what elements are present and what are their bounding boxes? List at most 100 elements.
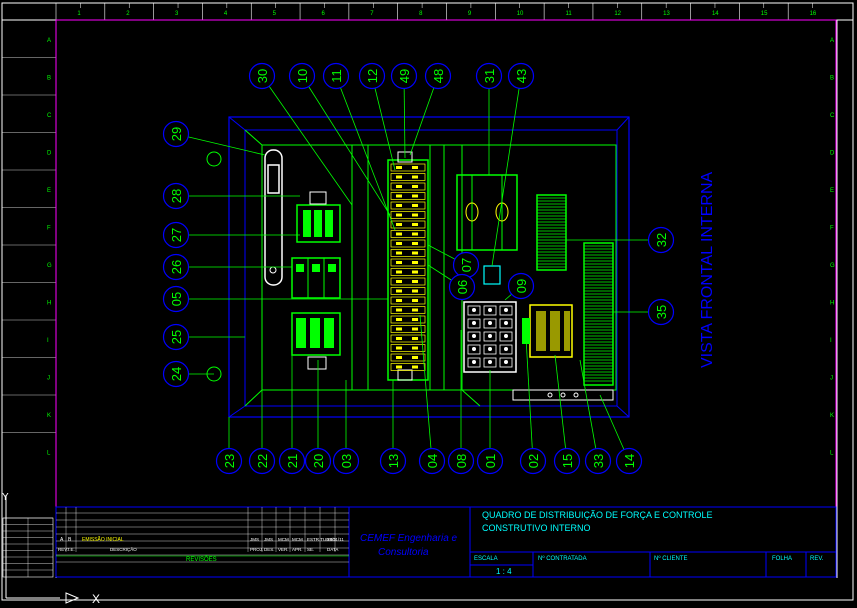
ref-balloon-27: 27 xyxy=(162,221,190,249)
vertical-view-title: VISTA FRONTAL INTERNA xyxy=(699,172,716,369)
row-zone-label-right: E xyxy=(830,188,834,194)
ref-balloon-10: 10 xyxy=(288,62,316,90)
row-zone-label: B xyxy=(47,75,51,81)
wiring-duct xyxy=(351,145,445,390)
svg-text:10: 10 xyxy=(295,69,310,83)
ref-balloon-12: 12 xyxy=(358,62,386,90)
column-zone-label: 7 xyxy=(370,11,374,17)
svg-text:31: 31 xyxy=(482,69,497,83)
svg-text:VER.: VER. xyxy=(278,547,289,552)
ref-balloon-04: 04 xyxy=(418,447,446,475)
ref-balloon-14: 14 xyxy=(615,447,643,475)
ref-balloon-26: 26 xyxy=(162,253,190,281)
svg-text:MCM: MCM xyxy=(278,537,289,542)
folha-label: FOLHA xyxy=(772,556,792,562)
column-zone-label: 3 xyxy=(175,11,179,17)
terminal-block-32 xyxy=(536,194,567,271)
svg-text:12: 12 xyxy=(365,69,380,83)
ref-balloon-01: 01 xyxy=(476,447,504,475)
svg-text:33: 33 xyxy=(591,454,606,468)
svg-text:43: 43 xyxy=(514,69,529,83)
svg-text:06: 06 xyxy=(455,280,470,294)
svg-text:23: 23 xyxy=(222,454,237,468)
escala-label: ESCALA xyxy=(474,556,498,562)
svg-text:49: 49 xyxy=(397,69,412,83)
rev-label: REV. xyxy=(810,556,824,562)
rev-row-a: A xyxy=(60,537,64,543)
svg-text:13: 13 xyxy=(386,454,401,468)
svg-text:28: 28 xyxy=(169,189,184,203)
ref-balloon-33: 33 xyxy=(584,447,612,475)
ref-balloon-29: 29 xyxy=(162,120,190,148)
row-zone-label-right: D xyxy=(830,150,835,156)
row-zone-label: H xyxy=(47,300,51,306)
row-zone-label: L xyxy=(47,450,51,456)
ref-balloon-24: 24 xyxy=(162,360,190,388)
svg-text:DESCRIÇÃO: DESCRIÇÃO xyxy=(110,546,137,552)
ref-balloon-09: 09 xyxy=(507,272,535,300)
svg-text:SE.: SE. xyxy=(307,547,314,552)
svg-text:Y: Y xyxy=(2,492,9,503)
column-zone-label: 11 xyxy=(566,11,573,17)
row-zone-label-right: C xyxy=(830,113,835,119)
ref-balloon-07: 07 xyxy=(452,251,480,279)
ref-balloon-05: 05 xyxy=(162,285,190,313)
svg-text:11: 11 xyxy=(329,69,344,83)
company-name-line1: CEMEF Engenharia e xyxy=(360,533,458,544)
company-name-line2: Consultoria xyxy=(378,547,429,558)
svg-text:32: 32 xyxy=(654,233,669,247)
svg-text:JMS: JMS xyxy=(264,537,273,542)
ref-balloon-15: 15 xyxy=(553,447,581,475)
control-module xyxy=(522,304,573,358)
row-zone-label: J xyxy=(47,375,50,381)
svg-text:01: 01 xyxy=(483,454,498,468)
ref-balloon-49: 49 xyxy=(390,62,418,90)
ref-balloon-25: 25 xyxy=(162,323,190,351)
svg-text:03: 03 xyxy=(339,454,354,468)
ref-balloon-35: 35 xyxy=(647,298,675,326)
column-zone-label: 15 xyxy=(761,11,768,17)
column-zone-label: 1 xyxy=(77,11,81,17)
ref-balloon-20: 20 xyxy=(304,447,332,475)
indicator-device xyxy=(483,265,501,285)
row-zone-label-right: A xyxy=(830,38,834,44)
row-zone-label: C xyxy=(47,113,52,119)
row-zone-label-right: F xyxy=(830,225,834,231)
column-zone-label: 14 xyxy=(712,11,719,17)
column-zone-label: 9 xyxy=(468,11,472,17)
svg-text:05: 05 xyxy=(169,292,184,306)
svg-text:26: 26 xyxy=(169,260,184,274)
hinge-top xyxy=(206,151,222,167)
ref-balloon-43: 43 xyxy=(507,62,535,90)
terminal-strip xyxy=(387,151,429,381)
title-block xyxy=(2,506,837,578)
row-zone-label-right: G xyxy=(830,263,835,269)
row-zone-label-right: K xyxy=(830,413,834,419)
svg-text:28/11/11: 28/11/11 xyxy=(327,537,344,542)
svg-text:15: 15 xyxy=(560,454,575,468)
circuit-breaker-group-top xyxy=(296,191,341,243)
svg-text:JMS: JMS xyxy=(250,537,259,542)
svg-text:MCM: MCM xyxy=(292,537,303,542)
svg-text:24: 24 xyxy=(169,367,184,381)
ref-balloon-02: 02 xyxy=(519,447,547,475)
row-zone-label-right: H xyxy=(830,300,834,306)
leader-lines xyxy=(175,75,661,462)
column-zone-label: 4 xyxy=(224,11,228,17)
svg-text:30: 30 xyxy=(255,69,270,83)
rev-row-b-desc: EMISSÃO INICIAL xyxy=(82,536,124,543)
svg-text:48: 48 xyxy=(431,69,446,83)
row-zone-label-right: L xyxy=(830,450,834,456)
column-zone-label: 16 xyxy=(810,11,817,17)
power-supply xyxy=(456,174,518,251)
row-zone-label-right: B xyxy=(830,75,834,81)
svg-text:DES.: DES. xyxy=(264,547,275,552)
ref-balloon-13: 13 xyxy=(379,447,407,475)
ref-balloon-31: 31 xyxy=(475,62,503,90)
